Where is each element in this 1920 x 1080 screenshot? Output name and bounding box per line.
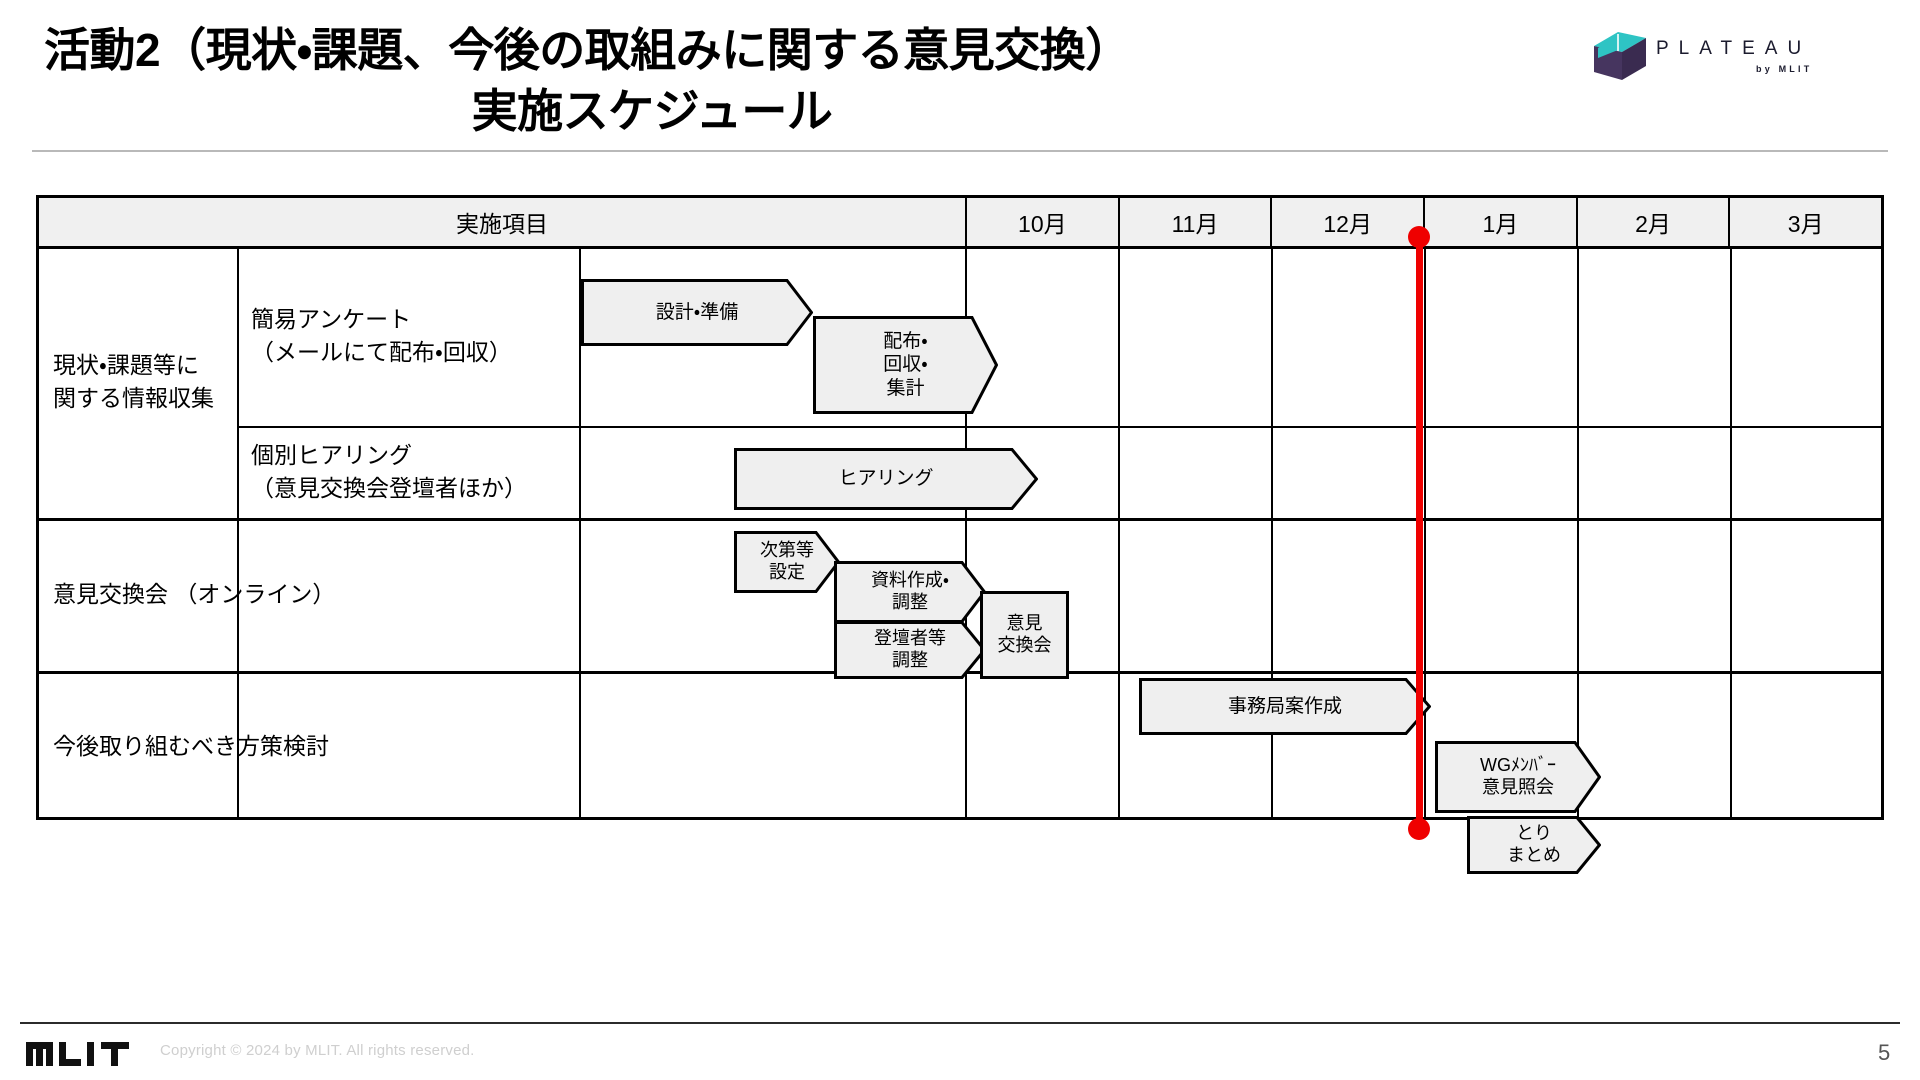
- bar-design-prep-outline: [581, 279, 813, 346]
- row-label-future-measures: 今後取り組むべき方策検討: [53, 671, 573, 823]
- plateau-logo: PLATEAU by MLIT: [1588, 28, 1888, 90]
- bar-wg-review[interactable]: WGﾒﾝﾊﾞｰ 意見照会: [1435, 741, 1601, 813]
- bar-wrapup-fill: [1467, 816, 1601, 874]
- bar-secretariat-draft-label: 事務局案作成: [1227, 695, 1342, 717]
- plateau-byline: by MLIT: [1756, 64, 1813, 74]
- bar-material-prep-outline: [834, 561, 986, 623]
- bar-design-prep-fill: [581, 279, 813, 346]
- sub-label-questionnaire: 簡易アンケート （メールにて配布・回収）: [251, 246, 577, 426]
- grid-vline-month-2: [1271, 246, 1273, 817]
- bar-wrapup-outline: [1467, 816, 1601, 874]
- bar-material-prep[interactable]: 資料作成・ 調整: [834, 561, 986, 623]
- milestone-dot-bottom: [1408, 818, 1430, 840]
- bar-secretariat-draft[interactable]: 事務局案作成: [1139, 678, 1431, 735]
- page-title-line1: 活動2（現状・課題、今後の取組みに関する意見交換）: [44, 24, 1131, 76]
- bar-distribute-fill: [813, 316, 998, 414]
- bar-speaker-coord[interactable]: 登壇者等 調整: [834, 621, 986, 679]
- bar-agenda-setting-label: 次第等 設定: [760, 540, 814, 582]
- header-cell-month-1: 11月: [1120, 198, 1273, 246]
- header-cell-items: 実施項目: [39, 198, 967, 246]
- plateau-wordmark: PLATEAU: [1656, 38, 1812, 59]
- bar-material-prep-fill: [834, 561, 986, 623]
- page-title: 活動2（現状・課題、今後の取組みに関する意見交換） 実施スケジュール: [44, 20, 1224, 141]
- header-cell-month-4: 2月: [1578, 198, 1731, 246]
- bar-distribute-outline: [813, 316, 998, 414]
- sub-label-hearing: 個別ヒアリング （意見交換会登壇者ほか）: [251, 426, 577, 518]
- bar-hearing-label: ヒアリング: [838, 468, 934, 490]
- header-cell-month-3: 1月: [1425, 198, 1578, 246]
- bar-exchange-meeting-label: 意見 交換会: [997, 613, 1052, 655]
- bar-hearing[interactable]: ヒアリング: [734, 448, 1038, 510]
- row-label-exchange-meeting-text: 意見交換会 （オンライン）: [53, 580, 336, 607]
- grid-vline-subitem-full: [579, 246, 581, 817]
- bar-wg-review-outline: [1435, 741, 1601, 813]
- row-label-info-collection-text: 現状・課題等に 関する情報収集: [53, 351, 214, 411]
- grid-vline-month-4: [1577, 246, 1579, 817]
- bar-design-prep[interactable]: 設計・準備: [581, 279, 813, 346]
- header-cell-month-0: 10月: [967, 198, 1120, 246]
- row-label-exchange-meeting: 意見交換会 （オンライン）: [53, 518, 573, 671]
- bar-wrapup[interactable]: とり まとめ: [1467, 816, 1601, 874]
- grid-vline-category: [237, 246, 239, 817]
- bar-design-prep-label: 設計・準備: [655, 301, 739, 323]
- header-cell-month-5: 3月: [1787, 211, 1824, 237]
- bar-wg-review-label: WGﾒﾝﾊﾞｰ 意見照会: [1480, 755, 1556, 797]
- bar-speaker-coord-outline: [834, 621, 986, 679]
- plateau-cube-icon: [1594, 32, 1646, 80]
- title-divider: [32, 150, 1888, 152]
- grid-vline-month-0: [965, 246, 967, 817]
- footer-divider: [20, 1022, 1900, 1024]
- milestone-dot-top: [1408, 226, 1430, 248]
- page-number: 5: [1878, 1040, 1891, 1065]
- page-title-line2: 実施スケジュール: [471, 84, 833, 137]
- row-label-future-measures-text: 今後取り組むべき方策検討: [53, 733, 329, 760]
- bar-distribute[interactable]: 配布・ 回収・ 集計: [813, 316, 998, 414]
- bar-secretariat-draft-fill: [1139, 678, 1431, 735]
- schedule-table: 実施項目 10月 11月 12月 1月 2月 3月 現状・課題等に 関する情報収…: [36, 195, 1884, 874]
- bar-hearing-fill: [734, 448, 1038, 510]
- sub-label-hearing-text: 個別ヒアリング （意見交換会登壇者ほか）: [251, 441, 527, 501]
- bar-wrapup-label: とり まとめ: [1507, 823, 1561, 865]
- grid-vline-month-5: [1730, 246, 1732, 817]
- milestone-red-line: [1416, 234, 1423, 830]
- bar-agenda-setting-outline: [734, 531, 840, 593]
- bar-hearing-outline: [734, 448, 1038, 510]
- mlit-logo-icon: [26, 1042, 129, 1066]
- bar-agenda-setting[interactable]: 次第等 設定: [734, 531, 840, 593]
- row-label-info-collection: 現状・課題等に 関する情報収集: [53, 246, 237, 518]
- bar-speaker-coord-fill: [834, 621, 986, 679]
- bar-wg-review-fill: [1435, 741, 1601, 813]
- grid-vline-month-3: [1424, 246, 1426, 817]
- bar-material-prep-label: 資料作成・ 調整: [870, 570, 950, 612]
- grid-hline-row1-row2: [39, 518, 1881, 521]
- sub-label-questionnaire-text: 簡易アンケート （メールにて配布・回収）: [251, 305, 512, 365]
- grid-hline-sub-split: [237, 426, 1881, 428]
- bar-speaker-coord-label: 登壇者等 調整: [874, 628, 946, 670]
- header-cell-month-2: 12月: [1272, 198, 1426, 246]
- table-body: 現状・課題等に 関する情報収集 意見交換会 （オンライン） 今後取り組むべき方策…: [39, 246, 1881, 874]
- copyright-text: Copyright © 2024 by MLIT. All rights res…: [160, 1042, 475, 1059]
- table-header-row: 実施項目 10月 11月 12月 1月 2月 3月: [39, 198, 1881, 249]
- bar-distribute-label: 配布・ 回収・ 集計: [883, 331, 928, 399]
- grid-vline-month-1: [1118, 246, 1120, 817]
- bar-exchange-meeting[interactable]: 意見 交換会: [980, 591, 1069, 679]
